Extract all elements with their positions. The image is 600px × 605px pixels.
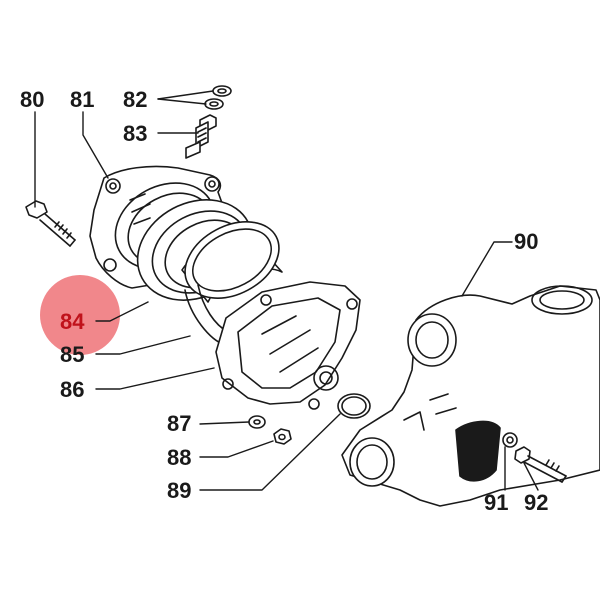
leader-90	[461, 241, 513, 297]
part-87-washer	[248, 415, 266, 429]
callout-label-84[interactable]: 84	[60, 309, 85, 334]
callout-label-92: 92	[524, 490, 549, 515]
leader-87	[199, 421, 250, 425]
leader-81	[82, 111, 109, 179]
leader-lines	[34, 90, 539, 491]
callout-label-85: 85	[60, 342, 85, 367]
callout-label-89: 89	[167, 478, 192, 503]
part-82-washers	[204, 85, 232, 110]
leader-82b	[157, 98, 207, 105]
part-89-o-ring	[337, 393, 371, 419]
callout-label-91: 91	[484, 490, 509, 515]
leader-86	[95, 367, 215, 390]
leader-85	[95, 335, 191, 355]
part-86-front-cover	[215, 281, 361, 410]
leader-82	[157, 90, 214, 100]
callout-label-81: 81	[70, 87, 95, 112]
callout-label-80: 80	[20, 87, 45, 112]
callout-84-highlight	[40, 275, 120, 355]
part-90-manifold	[341, 285, 600, 507]
callout-label-90: 90	[514, 229, 539, 254]
part-83-screw	[185, 114, 217, 159]
leader-89	[199, 413, 341, 491]
callout-label-83: 83	[123, 121, 148, 146]
callout-label-87: 87	[167, 411, 192, 436]
leader-88	[199, 440, 274, 458]
part-88-nut	[273, 428, 292, 445]
part-85-liner	[181, 221, 283, 346]
callout-label-88: 88	[167, 445, 192, 470]
callout-label-82: 82	[123, 87, 148, 112]
part-92-bolt	[514, 446, 567, 483]
callout-label-86: 86	[60, 377, 85, 402]
leader-92	[523, 462, 539, 491]
part-80-bolt	[25, 200, 76, 247]
leader-84	[95, 301, 149, 322]
